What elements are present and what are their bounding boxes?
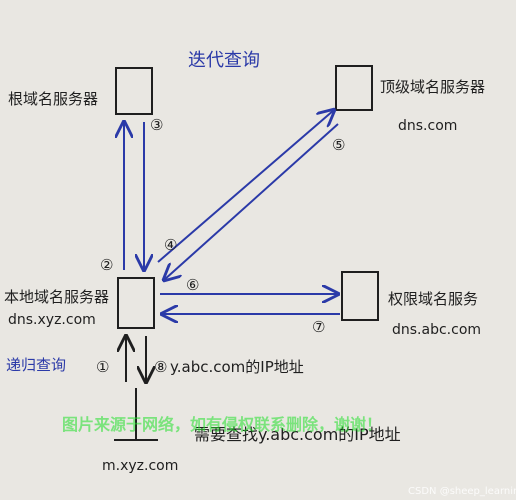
- step-1-label: ①: [96, 358, 109, 376]
- auth-server-domain: dns.abc.com: [392, 322, 481, 338]
- step-4-label: ④: [164, 236, 177, 254]
- step-8-label: ⑧: [154, 358, 167, 376]
- auth-server-label: 权限域名服务: [388, 290, 478, 308]
- local-server-label: 本地域名服务器: [4, 288, 109, 306]
- root-server-box: [115, 67, 153, 115]
- arrow-step5-tld-to-local: [164, 123, 339, 280]
- auth-server-box: [341, 271, 379, 321]
- host-computer-icon: [114, 388, 158, 441]
- host-domain: m.xyz.com: [102, 458, 178, 474]
- diagram-title: 迭代查询: [188, 50, 260, 71]
- tld-server-box: [335, 65, 373, 111]
- step-6-label: ⑥: [186, 276, 199, 294]
- step-3-label: ③: [150, 116, 163, 134]
- arrow-step4-local-to-tld: [157, 110, 334, 263]
- step-7-label: ⑦: [312, 318, 325, 336]
- tld-server-domain: dns.com: [398, 118, 457, 134]
- watermark: 图片来源于网络，如有侵权联系删除，谢谢！: [62, 415, 382, 434]
- tld-server-label: 顶级域名服务器: [380, 78, 485, 96]
- footer-credit: CSDN @sheep_learning: [408, 486, 516, 497]
- local-server-box: [117, 277, 155, 329]
- root-server-label: 根域名服务器: [8, 90, 98, 108]
- recursive-query-label: 递归查询: [6, 356, 66, 374]
- step-5-label: ⑤: [332, 136, 345, 154]
- answer-annotation: y.abc.com的IP地址: [170, 358, 304, 376]
- local-server-domain: dns.xyz.com: [8, 312, 96, 328]
- query-annotation: 需要查找y.abc.com的IP地址: [194, 425, 401, 444]
- step-2-label: ②: [100, 256, 113, 274]
